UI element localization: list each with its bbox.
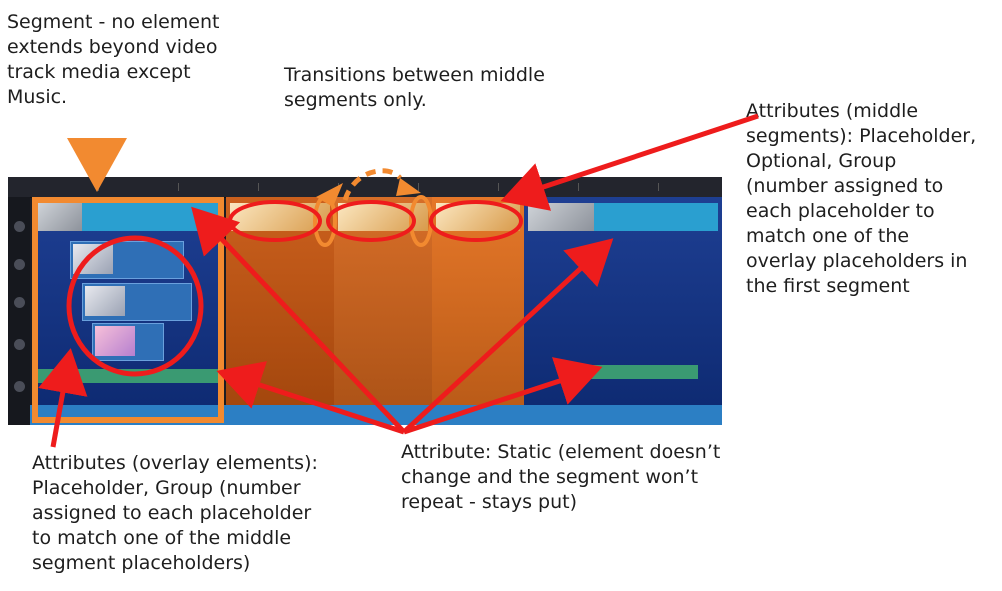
track-icon xyxy=(14,339,25,350)
timeline-tool-rail xyxy=(8,197,30,425)
transitions-annotation: Transitions between middle segments only… xyxy=(284,64,545,111)
track-icon xyxy=(14,297,25,308)
first-segment-highlight-box xyxy=(32,197,224,423)
middle-placeholder-circle xyxy=(228,200,322,242)
static-attribute-arrow xyxy=(216,361,405,435)
static-attribute-annotation: Attribute: Static (element doesn’t chang… xyxy=(401,441,721,513)
overlay-attributes-annotation: Attributes (overlay elements): Placehold… xyxy=(32,452,318,574)
transition-arrowhead-icon xyxy=(316,183,343,207)
transition-curved-arrow xyxy=(342,168,402,201)
first-segment xyxy=(34,197,222,425)
static-attribute-arrow xyxy=(403,357,603,435)
static-attribute-arrow xyxy=(402,238,614,434)
middle-placeholder-circle xyxy=(429,200,523,242)
middle-segment-attributes-annotation: Attributes (middle segments): Placeholde… xyxy=(746,100,977,297)
middle-segment xyxy=(334,197,432,425)
overlay-element xyxy=(92,323,164,361)
static-attribute-arrow xyxy=(191,206,406,434)
middle-attributes-arrow xyxy=(500,113,759,211)
middle-placeholder-circle xyxy=(326,200,416,242)
overlay-attributes-arrow xyxy=(38,348,88,448)
overlay-element xyxy=(82,283,192,321)
track-icon xyxy=(14,221,25,232)
track-icon xyxy=(14,259,25,270)
track-icon xyxy=(14,381,25,392)
video-thumbnail xyxy=(38,203,82,231)
transition-arrowhead-icon xyxy=(396,178,421,196)
segment-annotation: Segment - no element extends beyond vide… xyxy=(7,11,220,108)
timeline-screenshot xyxy=(8,177,722,425)
overlay-elements-circle xyxy=(66,235,204,377)
